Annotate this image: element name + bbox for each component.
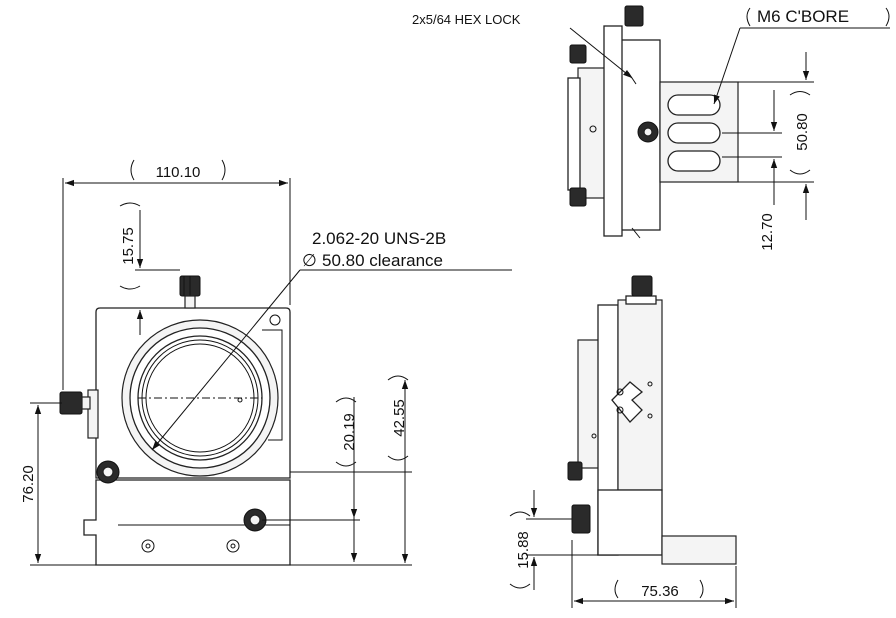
- side-top-knob-upper-left: [569, 44, 587, 64]
- side-bottom-knob-lower: [567, 461, 583, 481]
- dim-slot-pitch: 50.80: [722, 90, 811, 205]
- side-top-knob-top: [624, 5, 644, 27]
- dim-adjuster-height-label: 20.19: [341, 413, 358, 451]
- counterbore-label: M6 C'BORE: [757, 7, 849, 26]
- diameter-symbol: ∅: [302, 251, 317, 270]
- dim-center-height: 42.55: [290, 375, 412, 566]
- side-bottom-lock-lever: [611, 381, 653, 423]
- front-left-knob: [59, 391, 91, 415]
- front-optic-housing: [121, 314, 283, 477]
- counterbore-callout: M6 C'BORE: [713, 7, 890, 105]
- dim-slot-offset: 12.70: [738, 52, 814, 251]
- side-bottom-knob-top: [631, 275, 653, 297]
- dim-adjuster-height: 20.19: [262, 397, 360, 562]
- dim-center-height-label: 42.55: [391, 399, 408, 437]
- hex-lock-label: 2x5/64 HEX LOCK: [412, 12, 521, 27]
- dim-height-total: 76.20: [20, 402, 96, 566]
- dim-slot-offset-label: 12.70: [759, 213, 776, 251]
- dim-slot-pitch-label: 50.80: [794, 113, 811, 151]
- side-view-bottom: 75.36 15.88: [509, 275, 737, 608]
- front-base-hole-right: [226, 539, 240, 553]
- dim-top-offset-label: 15.75: [120, 227, 137, 265]
- front-left-tab: [87, 389, 99, 439]
- dim-top-offset: 15.75: [119, 202, 180, 335]
- dim-depth-label: 75.36: [641, 583, 679, 600]
- front-top-knob: [179, 275, 201, 309]
- dim-bottom-adjuster-height-label: 15.88: [515, 531, 532, 569]
- side-bottom-foot: [661, 535, 737, 565]
- side-top-slots: [667, 94, 721, 172]
- thread-spec-label: 2.062-20 UNS-2B: [312, 229, 446, 248]
- dim-width: 110.10: [62, 159, 291, 390]
- side-bottom-base: [597, 489, 663, 556]
- front-adjuster-left: [96, 460, 120, 484]
- dim-width-label: 110.10: [156, 164, 201, 181]
- front-base-hole-mid: [145, 543, 151, 549]
- dim-depth: 75.36: [571, 540, 737, 608]
- side-bottom-adjuster: [571, 504, 591, 534]
- thread-callout: 2.062-20 UNS-2B ∅ 50.80 clearance: [151, 229, 512, 451]
- dim-bottom-adjuster-height: 15.88: [509, 490, 598, 590]
- front-base-hole-left: [141, 539, 155, 553]
- clearance-label: 50.80 clearance: [322, 251, 443, 270]
- front-adjuster-right: [243, 508, 267, 532]
- front-view: 110.10 15.75 2.062-20 UNS-2B ∅ 50.80 cle…: [20, 159, 512, 566]
- hex-lock-callout: 2x5/64 HEX LOCK: [412, 12, 633, 79]
- side-view-top: 2x5/64 HEX LOCK M6 C'BORE 50.80: [412, 5, 890, 251]
- side-top-knob-lower-left: [569, 187, 587, 207]
- dim-height-total-label: 76.20: [20, 465, 37, 503]
